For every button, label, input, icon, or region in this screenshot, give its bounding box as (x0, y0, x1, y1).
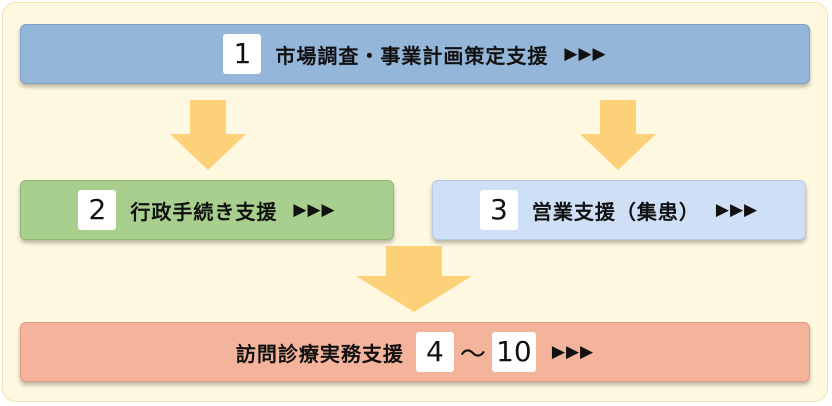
step4-range-start: 4 (415, 332, 454, 372)
step3-sales-support-button[interactable]: 3 営業支援（集患） ▶▶▶ (432, 180, 806, 240)
step3-label: 営業支援（集患） (531, 199, 700, 224)
step4-home-visit-support-button[interactable]: 訪問診療実務支援 4 〜 10 ▶▶▶ (20, 322, 810, 382)
step1-market-research-button[interactable]: 1 市場調査・事業計画策定支援 ▶▶▶ (20, 24, 810, 84)
step1-more-icon: ▶▶▶ (564, 44, 607, 64)
step2-admin-procedures-button[interactable]: 2 行政手続き支援 ▶▶▶ (20, 180, 394, 240)
step2-number: 2 (78, 190, 117, 230)
step4-range-separator: 〜 (459, 339, 486, 370)
down-arrow-icon (580, 100, 656, 170)
step2-more-icon: ▶▶▶ (293, 200, 336, 220)
down-arrow-icon (356, 246, 472, 312)
down-arrow-icon (170, 100, 246, 170)
step3-number: 3 (479, 190, 518, 230)
step1-number: 1 (223, 34, 262, 74)
step1-label: 市場調査・事業計画策定支援 (275, 43, 549, 68)
step4-range-end: 10 (491, 332, 536, 372)
step4-more-icon: ▶▶▶ (551, 342, 595, 362)
step3-more-icon: ▶▶▶ (715, 200, 759, 220)
step2-label: 行政手続き支援 (130, 199, 278, 224)
step4-label: 訪問診療実務支援 (235, 341, 404, 366)
